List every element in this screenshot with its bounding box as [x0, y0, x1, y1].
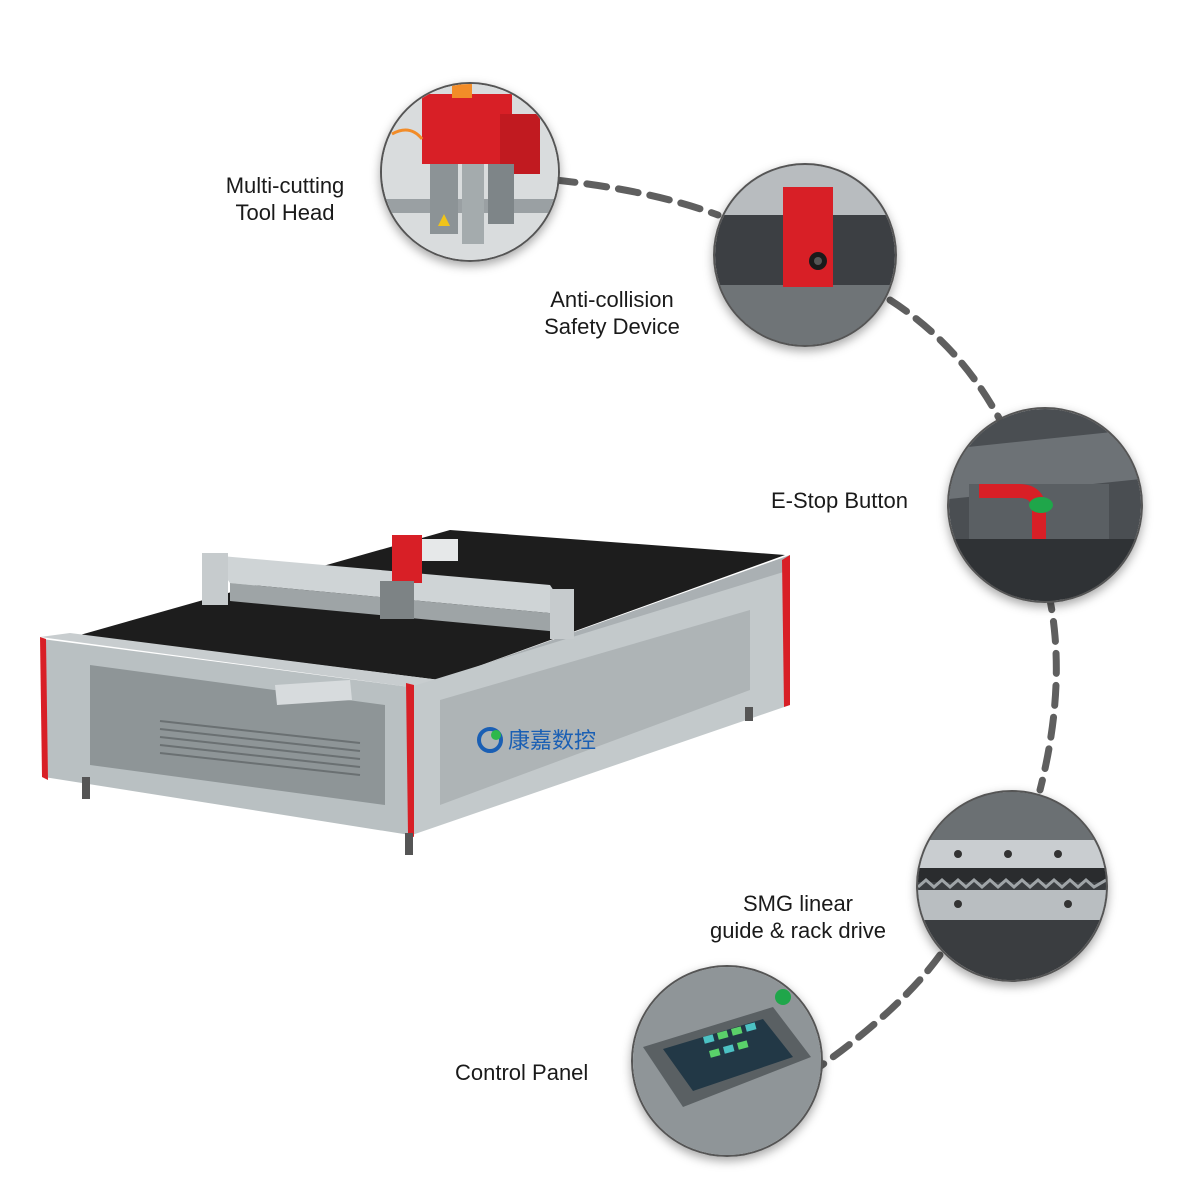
- anti-collision-label: Anti-collision Safety Device: [537, 286, 687, 340]
- estop-callout: [947, 407, 1143, 603]
- linear-guide-icon: [918, 792, 1106, 980]
- anti-collision-label-line1: Anti-collision: [550, 287, 674, 312]
- brand-logo: 康嘉数控: [477, 727, 596, 754]
- tool-head: [392, 535, 422, 583]
- linear-guide-callout: [916, 790, 1108, 982]
- control-panel-callout: [631, 965, 823, 1157]
- tool-head-icon: [382, 84, 558, 260]
- anti-collision-callout: [713, 163, 897, 347]
- control-panel-label: Control Panel: [455, 1059, 588, 1086]
- control-panel-label-text: Control Panel: [455, 1060, 589, 1085]
- tool-head-label-line1: Multi-cutting: [225, 173, 345, 198]
- brand-text: 康嘉数控: [508, 729, 596, 754]
- tool-head-label: Multi-cutting Tool Head: [213, 172, 357, 226]
- linear-guide-label-line2: guide & rack drive: [709, 918, 887, 943]
- estop-label: E-Stop Button: [771, 487, 908, 514]
- linear-guide-label-line1: SMG linear: [742, 891, 854, 916]
- tool-head-callout: [380, 82, 560, 262]
- cutting-machine-illustration: 康嘉数控: [40, 530, 790, 855]
- machine-control-box: [275, 680, 352, 705]
- tool-head-label-line2: Tool Head: [235, 200, 335, 225]
- anti-collision-label-line2: Safety Device: [544, 314, 680, 339]
- control-panel-icon: [633, 967, 821, 1155]
- linear-guide-label: SMG linear guide & rack drive: [698, 890, 898, 944]
- estop-label-text: E-Stop Button: [771, 488, 908, 513]
- estop-icon: [949, 409, 1141, 601]
- anti-collision-sensor-icon: [715, 165, 895, 345]
